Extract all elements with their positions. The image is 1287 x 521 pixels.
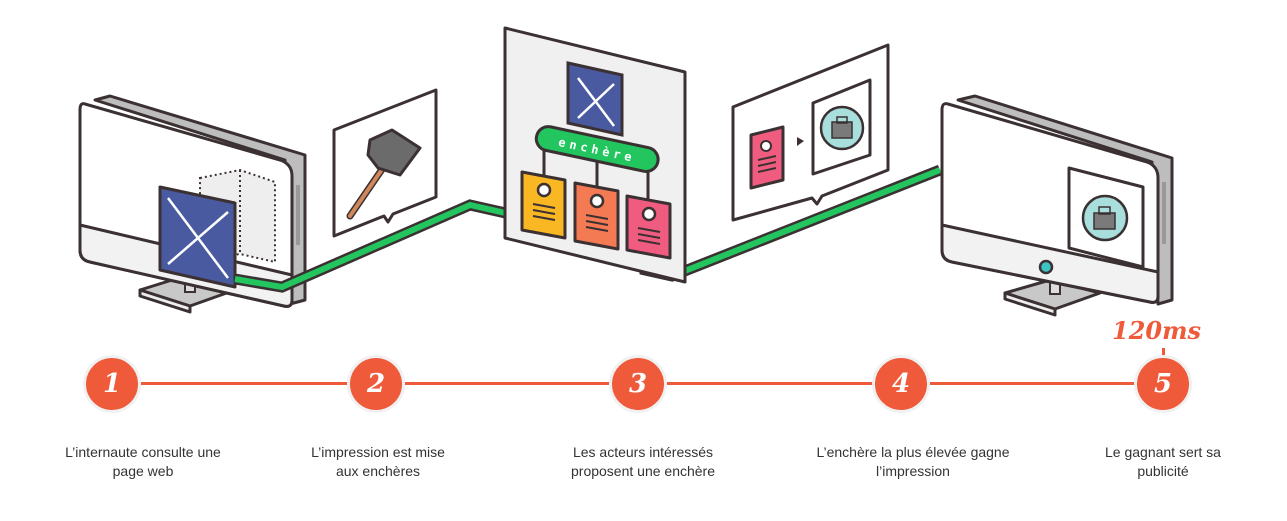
bidder-card-orange <box>573 181 620 251</box>
timing-label: 120ms <box>1112 316 1202 345</box>
step-2-caption: L’impression est mise aux enchères <box>258 443 498 481</box>
step-2-caption-line2: aux enchères <box>335 463 421 479</box>
briefcase-icon <box>1093 206 1116 230</box>
step-1-number: 1 <box>102 369 122 399</box>
briefcase-icon <box>831 116 853 139</box>
step-3-caption-line1: Les acteurs intéressés <box>572 444 714 460</box>
illustration: enchère <box>78 26 1174 317</box>
arrow-icon <box>797 137 804 146</box>
step-3-caption: Les acteurs intéressés proposent une enc… <box>523 443 763 481</box>
hammer-icon <box>346 128 422 220</box>
step-5-caption: Le gagnant sert sa publicité <box>1043 443 1283 481</box>
step-5-circle: 5 <box>1134 355 1192 413</box>
auction-panel: enchère <box>503 26 687 284</box>
step-1-caption-line2: page web <box>112 463 174 479</box>
step-2-circle: 2 <box>347 355 405 413</box>
monitor-left <box>78 94 307 314</box>
bidder-card-pink-winner <box>625 194 672 260</box>
timing-tick <box>1162 348 1165 358</box>
step-4-caption-line2: l’impression <box>876 463 950 479</box>
step-1-caption: L’internaute consulte une page web <box>23 443 263 481</box>
step-3-circle: 3 <box>609 355 667 413</box>
step-1-caption-line1: L’internaute consulte une <box>65 444 221 460</box>
step-2-number: 2 <box>366 369 386 399</box>
step-5-caption-line2: publicité <box>1137 463 1189 479</box>
step-3-number: 3 <box>628 369 648 399</box>
step-5-caption-line1: Le gagnant sert sa <box>1105 444 1221 460</box>
auction-hammer-bubble <box>332 88 438 238</box>
step-1-circle: 1 <box>83 355 141 413</box>
step-4-caption-line1: L’enchère la plus élevée gagne <box>816 444 1010 460</box>
bidder-card-yellow <box>520 170 567 240</box>
step-4-circle: 4 <box>872 355 930 413</box>
step-4-caption: L’enchère la plus élevée gagne l’impress… <box>793 443 1033 481</box>
winner-bubble <box>731 43 890 222</box>
step-3-caption-line2: proposent une enchère <box>571 463 715 479</box>
monitor-right <box>940 94 1174 317</box>
step-4-number: 4 <box>891 369 911 399</box>
step-2-caption-line1: L’impression est mise <box>311 444 445 460</box>
step-5-number: 5 <box>1153 369 1173 399</box>
